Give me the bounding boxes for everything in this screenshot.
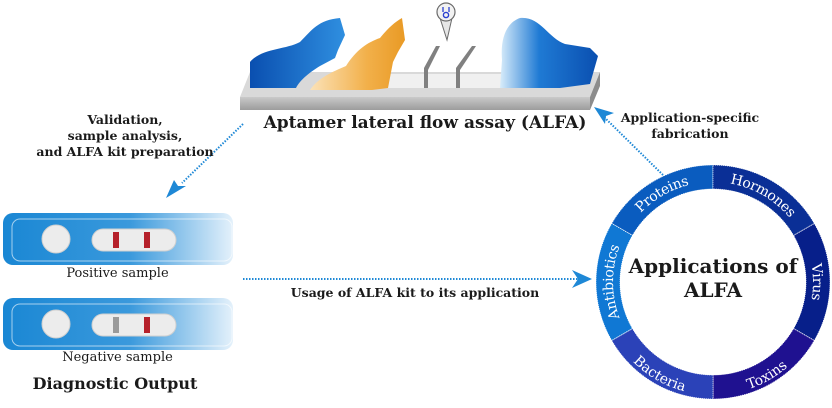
backing-card-front [240,97,590,110]
validation-label: Validation, sample analysis, and ALFA ki… [25,112,225,160]
arrowhead-icon [166,180,186,198]
validation-line-1: Validation, [87,112,163,127]
control-line-red [144,232,150,248]
positive-strip [3,213,233,265]
test-line-gray [113,317,119,333]
applications-center-label: Applications of ALFA [623,254,803,302]
alfa-strip-illustration [240,2,600,110]
center-line-2: ALFA [683,278,743,302]
validation-line-2: sample analysis, [67,128,183,143]
validation-line-3: and ALFA kit preparation [36,144,214,159]
ring-label-virus: Virus [807,262,825,302]
ring-center [620,189,806,375]
control-line [456,46,476,88]
negative-sample-label: Negative sample [62,350,173,365]
sample-pad [250,18,345,88]
positive-sample-label: Positive sample [66,266,169,281]
arrowhead-icon [572,270,592,288]
fabrication-line-1: Application-specific [620,110,760,125]
ring-label-antibiotics: Antibiotics [601,242,624,322]
usage-arrow [243,270,592,288]
absorbent-pad [500,17,598,88]
fabrication-label: Application-specific fabrication [615,110,765,142]
control-line-red [144,317,150,333]
arrowhead-icon [594,107,614,124]
validation-arrow [166,123,244,198]
test-line [424,46,440,88]
ring-segment-antibiotics [595,222,634,342]
negative-strip [3,298,233,350]
center-line-1: Applications of [628,254,798,278]
conjugate-pad [310,18,405,90]
alfa-title: Aptamer lateral flow assay (ALFA) [263,113,587,133]
usage-label: Usage of ALFA kit to its application [290,285,540,300]
membrane [370,74,506,88]
ring-segment-bacteria [611,327,714,400]
test-line-red [113,232,119,248]
backing-card-side [590,72,600,110]
fabrication-line-2: fabrication [651,126,729,141]
fabrication-arrow [594,107,664,176]
diagnostic-output-title: Diagnostic Output [32,374,198,393]
ring-segment-hormones [712,164,815,237]
aptamer-magnifier-icon [436,2,456,42]
